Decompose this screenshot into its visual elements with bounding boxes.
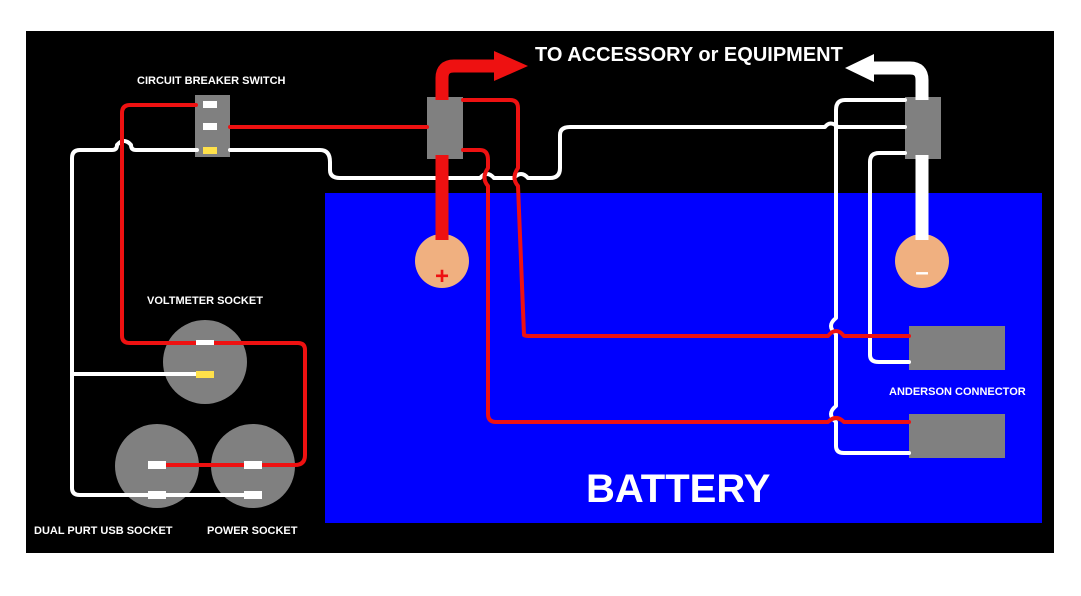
positive-sign: + xyxy=(435,263,449,290)
label-battery: BATTERY xyxy=(586,467,771,511)
power-terminal-neg xyxy=(244,491,262,499)
label-power: POWER SOCKET xyxy=(207,525,298,537)
to-equipment-positive xyxy=(435,59,495,100)
negative-sign: – xyxy=(915,259,928,286)
breaker-terminal-1 xyxy=(203,101,217,108)
breaker-terminal-2 xyxy=(203,123,217,130)
usb-terminal-pos xyxy=(148,461,166,469)
label-voltmeter: VOLTMETER SOCKET xyxy=(147,295,263,307)
anderson-connector-top xyxy=(909,326,1005,370)
label-usb: DUAL PURT USB SOCKET xyxy=(34,525,173,537)
breaker-terminal-3 xyxy=(203,147,217,154)
voltmeter-terminal-neg xyxy=(196,371,214,378)
arrow-left-white xyxy=(845,54,874,82)
label-circuit-breaker: CIRCUIT BREAKER SWITCH xyxy=(137,75,286,87)
positive-terminal xyxy=(415,234,469,288)
voltmeter-socket xyxy=(163,320,247,404)
anderson-connector-bottom xyxy=(909,414,1005,458)
label-to-accessory: TO ACCESSORY or EQUIPMENT xyxy=(535,44,843,66)
positive-busbar xyxy=(427,97,463,159)
label-anderson: ANDERSON CONNECTOR xyxy=(889,386,1026,398)
voltmeter-terminal-pos xyxy=(196,340,214,345)
negative-wires xyxy=(70,98,911,497)
power-terminal-pos xyxy=(244,461,262,469)
negative-terminal xyxy=(895,234,949,288)
to-equipment-negative xyxy=(870,61,929,100)
usb-terminal-neg xyxy=(148,491,166,499)
negative-busbar xyxy=(905,97,941,159)
arrow-right-red xyxy=(494,51,528,81)
